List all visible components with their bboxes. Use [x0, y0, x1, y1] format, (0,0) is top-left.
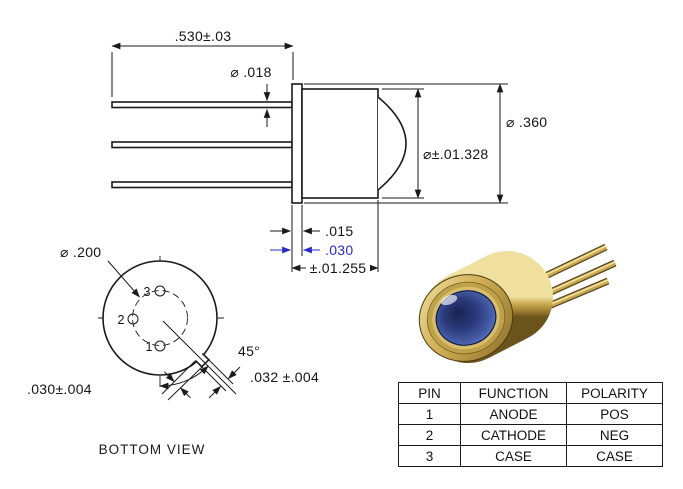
pin-2-number: 2	[398, 424, 461, 446]
side-view-can-body	[291, 83, 407, 204]
dim-flange-diameter: ⌀ .360	[506, 114, 547, 130]
pin-2-polarity: NEG	[566, 424, 663, 446]
bottom-view-pins: 3 2 1	[118, 285, 166, 354]
dim-cap-diameter-group: ⌀±.01.328	[382, 88, 495, 199]
table-row: 1 ANODE POS	[398, 403, 663, 425]
dim-pin-circle: ⌀ .200	[60, 244, 101, 260]
dim-cap-height: ±.01.255	[310, 260, 367, 276]
pin-table-header-row: PIN FUNCTION POLARITY	[398, 382, 663, 404]
pin-label-1: 1	[146, 340, 153, 354]
dim-lead-length: .530±.03	[175, 28, 232, 44]
photo-lens	[435, 290, 497, 346]
table-row: 2 CATHODE NEG	[398, 424, 663, 446]
dim-flange-thickness: .015	[325, 223, 353, 239]
dim-flange-thickness-group: .015	[270, 205, 353, 272]
pin-1-function: ANODE	[460, 403, 567, 425]
side-view: .530±.03 ⌀ .018 ⌀ .360 ⌀±.01.328	[111, 28, 547, 276]
pin-3-function: CASE	[460, 445, 567, 467]
pin-table-header-polarity: POLARITY	[566, 382, 663, 404]
table-row: 3 CASE CASE	[398, 445, 663, 467]
dim-lead-diameter: ⌀ .018	[230, 64, 271, 80]
pin-label-3: 3	[144, 285, 151, 299]
pin-table-header-function: FUNCTION	[460, 382, 567, 404]
dim-flange-diameter-group: ⌀ .360	[304, 83, 547, 204]
side-view-leads	[111, 101, 293, 189]
pin-2-function: CATHODE	[460, 424, 567, 446]
dim-seating: .030	[325, 242, 353, 258]
dim-cap-diameter: ⌀±.01.328	[423, 146, 489, 162]
dim-tab-width: .032 ±.004	[250, 369, 319, 385]
dim-cap-height-group: ±.01.255	[291, 200, 379, 276]
bottom-view-caption: BOTTOM VIEW	[99, 442, 206, 457]
photo-lens-glint	[440, 294, 458, 306]
bottom-view: 3 2 1 ⌀ .200 45° .032 ±.004	[27, 244, 319, 457]
dim-tab-width-group: .032 ±.004	[197, 355, 319, 399]
dim-lead-length-group: .530±.03	[111, 28, 294, 97]
pin-1-number: 1	[398, 403, 461, 425]
dim-pin-circle-group: ⌀ .200	[60, 244, 140, 298]
pin-3-number: 3	[398, 445, 461, 467]
dim-tab-length: .030±.004	[27, 381, 92, 397]
pin-1-polarity: POS	[566, 403, 663, 425]
pin-label-2: 2	[118, 313, 125, 327]
dim-tab-length-group: .030±.004	[27, 360, 203, 401]
dim-lead-diameter-group: ⌀ .018	[230, 64, 271, 127]
component-photo	[418, 243, 617, 363]
dim-tab-angle: 45°	[238, 343, 260, 359]
dim-seating-group: .030	[270, 242, 353, 258]
pin-3-polarity: CASE	[566, 445, 663, 467]
pin-table-header-pin: PIN	[398, 382, 461, 404]
pin-table: PIN FUNCTION POLARITY 1 ANODE POS 2 CATH…	[398, 382, 663, 467]
